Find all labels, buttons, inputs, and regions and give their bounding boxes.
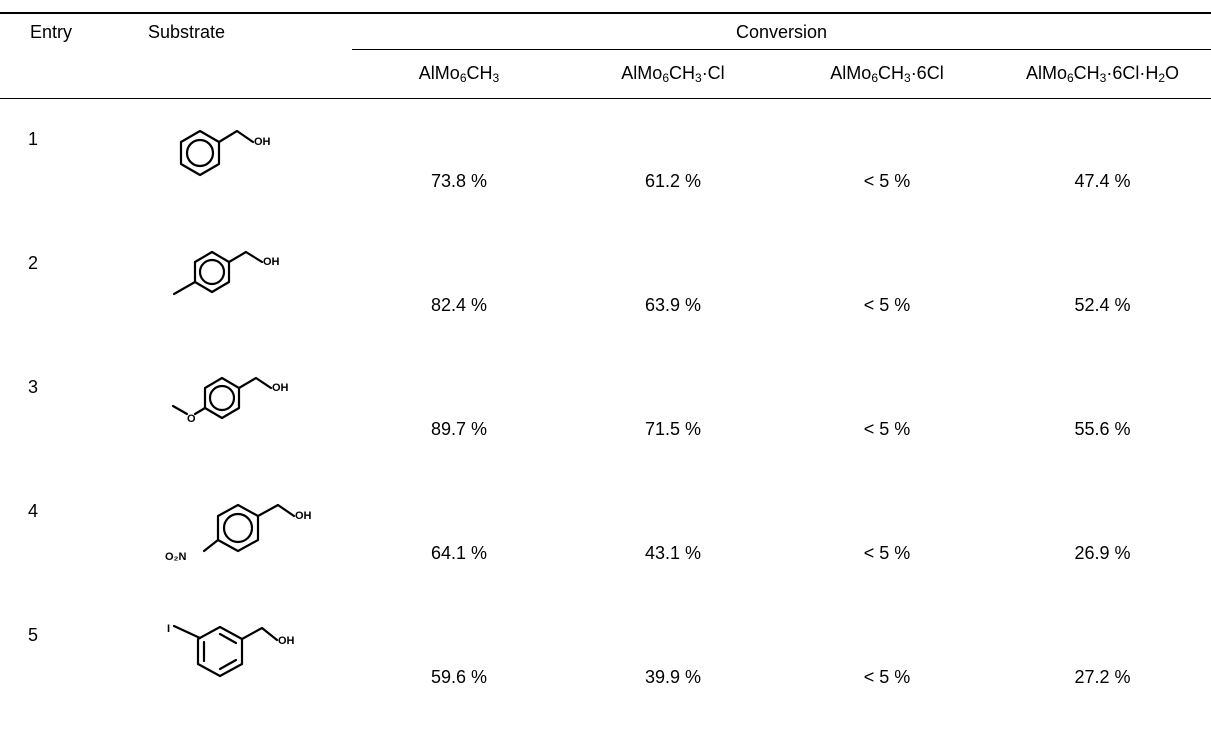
nitrobenzyl-alcohol-structure: O₂N OH bbox=[165, 503, 312, 563]
value-cell: 26.9 % bbox=[1074, 543, 1131, 563]
entry-number: 1 bbox=[28, 129, 39, 149]
subheader-catalyst-1: AlMo6CH3 bbox=[418, 63, 500, 85]
value-cell: 52.4 % bbox=[1074, 295, 1131, 315]
svg-text:OH: OH bbox=[295, 510, 312, 522]
table-top-rule bbox=[0, 12, 1211, 14]
value-cell: 55.6 % bbox=[1074, 419, 1131, 439]
svg-text:OH: OH bbox=[263, 256, 280, 268]
header-substrate: Substrate bbox=[148, 22, 226, 42]
value-cell: 27.2 % bbox=[1074, 667, 1131, 687]
svg-text:O: O bbox=[187, 413, 196, 425]
svg-text:OH: OH bbox=[278, 635, 295, 647]
entry-number: 3 bbox=[28, 377, 39, 397]
value-cell: 61.2 % bbox=[644, 171, 702, 191]
value-cell: 73.8 % bbox=[430, 171, 488, 191]
value-cell: 39.9 % bbox=[644, 667, 702, 687]
value-cell: 47.4 % bbox=[1074, 171, 1131, 191]
subheader-catalyst-4: AlMo6CH3·6Cl·H2O bbox=[1025, 63, 1180, 85]
value-cell: 71.5 % bbox=[644, 419, 702, 439]
value-cell: < 5 % bbox=[863, 667, 911, 687]
entry-number: 4 bbox=[28, 501, 39, 521]
svg-text:I: I bbox=[167, 623, 170, 635]
conversion-underline bbox=[352, 49, 1211, 50]
value-cell: 43.1 % bbox=[644, 543, 702, 563]
value-cell: 64.1 % bbox=[430, 543, 488, 563]
svg-text:O₂N: O₂N bbox=[165, 551, 186, 563]
value-cell: 59.6 % bbox=[430, 667, 488, 687]
benzyl-alcohol-structure: OH bbox=[179, 129, 271, 177]
entry-number: 5 bbox=[28, 625, 39, 645]
iodobenzyl-alcohol-structure: I OH bbox=[167, 623, 295, 678]
value-cell: 63.9 % bbox=[644, 295, 702, 315]
methylbenzyl-alcohol-structure: OH bbox=[172, 250, 280, 296]
value-cell: 82.4 % bbox=[430, 295, 488, 315]
value-cell: < 5 % bbox=[863, 171, 911, 191]
methoxybenzyl-alcohol-structure: O OH bbox=[171, 376, 289, 425]
subheader-catalyst-2: AlMo6CH3·Cl bbox=[621, 63, 725, 85]
entry-number: 2 bbox=[28, 253, 39, 273]
subheader-catalyst-3: AlMo6CH3·6Cl bbox=[830, 63, 944, 85]
header-bottom-rule bbox=[0, 98, 1211, 99]
value-cell: < 5 % bbox=[863, 543, 911, 563]
value-cell: < 5 % bbox=[863, 295, 911, 315]
header-conversion: Conversion bbox=[735, 22, 828, 42]
value-cell: 89.7 % bbox=[430, 419, 488, 439]
header-entry: Entry bbox=[30, 22, 73, 42]
svg-text:OH: OH bbox=[272, 382, 289, 394]
value-cell: < 5 % bbox=[863, 419, 911, 439]
svg-text:OH: OH bbox=[254, 136, 271, 148]
